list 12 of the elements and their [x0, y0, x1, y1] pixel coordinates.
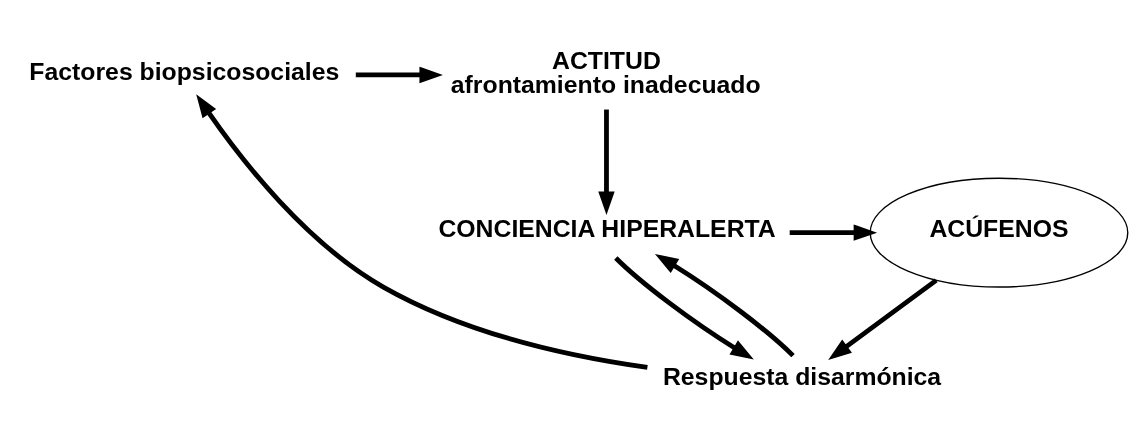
arrow: [355, 66, 443, 84]
node-text: Factores biopsicosociales: [29, 57, 340, 85]
node-ellipse: ACÚFENOS: [869, 177, 1129, 288]
node-text: CONCIENCIA HIPERALERTA: [438, 215, 776, 243]
arrow: [614, 256, 754, 360]
arrow: [654, 253, 795, 358]
node-text: ACTITUD afrontamiento inadecuado: [450, 46, 761, 99]
arrow: [789, 224, 878, 241]
arrow: [598, 109, 615, 215]
node-text: Respuesta disarmónica: [662, 363, 942, 391]
arrow: [828, 278, 938, 361]
arrow: [196, 94, 648, 370]
